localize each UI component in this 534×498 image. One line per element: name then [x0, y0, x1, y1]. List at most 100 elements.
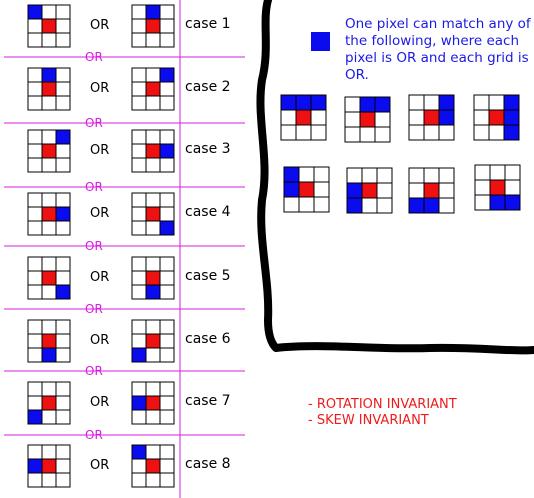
grid-cell-empty [55, 18, 71, 34]
grid-cell-center [145, 395, 161, 411]
grid-cell-match [131, 347, 147, 363]
grid-cell-empty [408, 124, 425, 141]
example-grid [408, 94, 455, 141]
grid-cell-empty [145, 157, 161, 173]
grid-cell-empty [374, 111, 391, 128]
or-separator-label: OR [85, 180, 103, 194]
grid-cell-empty [159, 81, 175, 97]
grid-cell-empty [55, 347, 71, 363]
grid-cell-empty [27, 220, 43, 236]
grid-cell-match [145, 4, 161, 20]
grid-cell-empty [488, 94, 505, 111]
grid-cell-match [55, 129, 71, 145]
grid-cell-center [359, 111, 376, 128]
grid-cell-center [145, 206, 161, 222]
legend-blue-square [311, 32, 330, 51]
grid-cell-match [41, 67, 57, 83]
case-label: case 8 [185, 456, 231, 472]
grid-cell-empty [359, 126, 376, 143]
grid-cell-empty [423, 124, 440, 141]
grid-cell-empty [145, 256, 161, 272]
grid-cell-empty [438, 197, 455, 214]
grid-cell-empty [41, 95, 57, 111]
grid-cell-match [503, 94, 520, 111]
or-separator-label: OR [85, 302, 103, 316]
grid-cell-empty [361, 167, 378, 184]
grid-cell-empty [41, 4, 57, 20]
grid-cell-match [27, 4, 43, 20]
grid-cell-empty [131, 143, 147, 159]
grid-cell-empty [159, 129, 175, 145]
grid-cell-center [361, 182, 378, 199]
grid-cell-empty [423, 94, 440, 111]
grid-cell-empty [145, 319, 161, 335]
grid-cell-empty [310, 124, 327, 141]
case-grid-left [27, 192, 71, 236]
grid-cell-empty [55, 472, 71, 488]
case-grid-left [27, 256, 71, 300]
grid-cell-empty [55, 444, 71, 460]
grid-cell-empty [374, 126, 391, 143]
grid-cell-empty [55, 333, 71, 349]
case-label: case 1 [185, 16, 231, 32]
grid-cell-empty [55, 220, 71, 236]
grid-cell-empty [41, 256, 57, 272]
grid-cell-center [41, 458, 57, 474]
grid-cell-empty [55, 395, 71, 411]
grid-cell-empty [298, 166, 315, 183]
grid-cell-match [283, 181, 300, 198]
grid-cell-center [423, 182, 440, 199]
or-separator-label: OR [85, 239, 103, 253]
grid-cell-empty [145, 192, 161, 208]
grid-cell-match [346, 197, 363, 214]
grid-cell-empty [438, 124, 455, 141]
case-grid-right [131, 4, 175, 48]
example-grid [473, 94, 520, 141]
or-label: OR [90, 143, 110, 158]
grid-cell-empty [55, 192, 71, 208]
grid-cell-empty [27, 67, 43, 83]
grid-cell-empty [376, 197, 393, 214]
grid-cell-match [408, 197, 425, 214]
case-grid-left [27, 444, 71, 488]
grid-cell-empty [438, 167, 455, 184]
skew-invariant-label: - SKEW INVARIANT [308, 413, 429, 428]
grid-cell-center [41, 143, 57, 159]
grid-cell-empty [55, 32, 71, 48]
grid-cell-match [159, 143, 175, 159]
grid-cell-empty [27, 157, 43, 173]
or-separator-label: OR [85, 116, 103, 130]
grid-cell-empty [159, 270, 175, 286]
grid-cell-empty [408, 182, 425, 199]
grid-cell-empty [298, 196, 315, 213]
case-label: case 3 [185, 141, 231, 157]
grid-cell-empty [131, 67, 147, 83]
grid-cell-empty [131, 4, 147, 20]
grid-cell-match [159, 67, 175, 83]
case-label: case 5 [185, 268, 231, 284]
grid-cell-empty [145, 220, 161, 236]
or-label: OR [90, 333, 110, 348]
grid-cell-empty [423, 167, 440, 184]
grid-cell-empty [41, 319, 57, 335]
grid-cell-center [145, 18, 161, 34]
grid-cell-empty [159, 157, 175, 173]
grid-cell-empty [159, 32, 175, 48]
grid-cell-empty [55, 319, 71, 335]
grid-cell-empty [159, 444, 175, 460]
grid-cell-empty [473, 109, 490, 126]
case-grid-right [131, 192, 175, 236]
or-label: OR [90, 270, 110, 285]
grid-cell-empty [27, 333, 43, 349]
grid-cell-empty [159, 4, 175, 20]
or-separator-label: OR [85, 428, 103, 442]
or-separators [4, 56, 245, 436]
grid-cell-match [159, 220, 175, 236]
grid-cell-empty [159, 333, 175, 349]
grid-cell-empty [145, 381, 161, 397]
grid-cell-empty [474, 194, 491, 211]
or-label: OR [90, 395, 110, 410]
grid-cell-center [145, 458, 161, 474]
grid-cell-empty [27, 18, 43, 34]
